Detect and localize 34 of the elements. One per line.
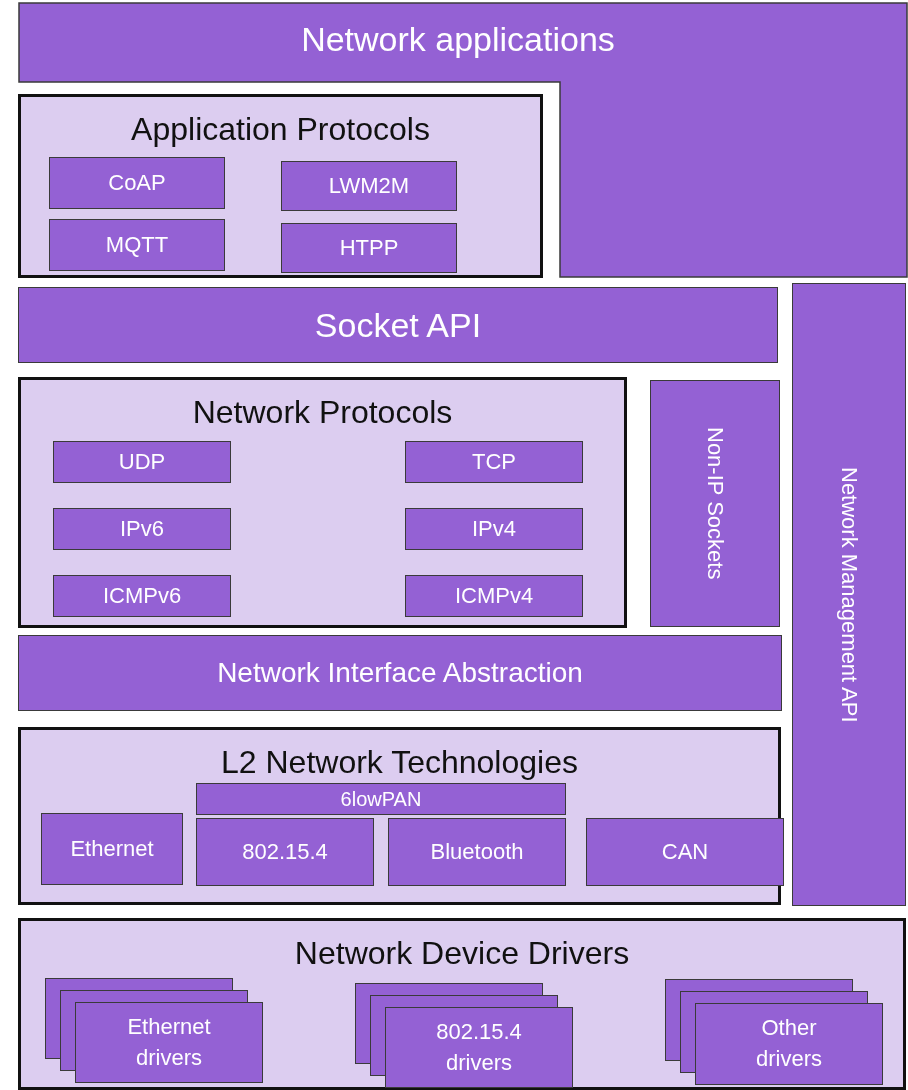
protocol-block: HTPP bbox=[281, 223, 457, 273]
layer-title: Network Device Drivers bbox=[294, 935, 630, 972]
layer-title: Application Protocols bbox=[131, 111, 430, 148]
layer-title: Network Protocols bbox=[192, 394, 453, 431]
layer-band: Network Interface Abstraction bbox=[18, 635, 782, 711]
protocol-block: IPv6 bbox=[53, 508, 231, 550]
protocol-block: ICMPv4 bbox=[405, 575, 583, 617]
technology-block: 802.15.4 bbox=[196, 818, 374, 886]
protocol-block: MQTT bbox=[49, 219, 225, 271]
technology-block: CAN bbox=[586, 818, 784, 886]
layer-band: Socket API bbox=[18, 287, 778, 363]
layer-title: L2 Network Technologies bbox=[221, 744, 578, 781]
technology-block: 6lowPAN bbox=[196, 783, 566, 815]
protocol-block: IPv4 bbox=[405, 508, 583, 550]
protocol-block: TCP bbox=[405, 441, 583, 483]
layer-panel bbox=[18, 918, 906, 1090]
card-stack-drawing bbox=[45, 978, 263, 1083]
protocol-block: CoAP bbox=[49, 157, 225, 209]
layer-panel bbox=[18, 377, 627, 628]
technology-block: Bluetooth bbox=[388, 818, 566, 886]
layer-panel bbox=[18, 94, 543, 278]
protocol-block: ICMPv6 bbox=[53, 575, 231, 617]
protocol-block: UDP bbox=[53, 441, 231, 483]
protocol-block: LWM2M bbox=[281, 161, 457, 211]
vertical-layer-band: Network Management API bbox=[792, 283, 906, 906]
technology-block: Ethernet bbox=[41, 813, 183, 885]
vertical-layer-band: Non-IP Sockets bbox=[650, 380, 780, 627]
driver-card: Other drivers bbox=[695, 1003, 883, 1085]
layer-title: Network applications bbox=[300, 20, 616, 59]
driver-card: 802.15.4 drivers bbox=[385, 1007, 573, 1088]
driver-card: Ethernet drivers bbox=[75, 1002, 263, 1083]
card-stack-drawing bbox=[665, 979, 883, 1085]
layer-panel bbox=[18, 727, 781, 905]
card-stack-drawing bbox=[355, 983, 573, 1088]
